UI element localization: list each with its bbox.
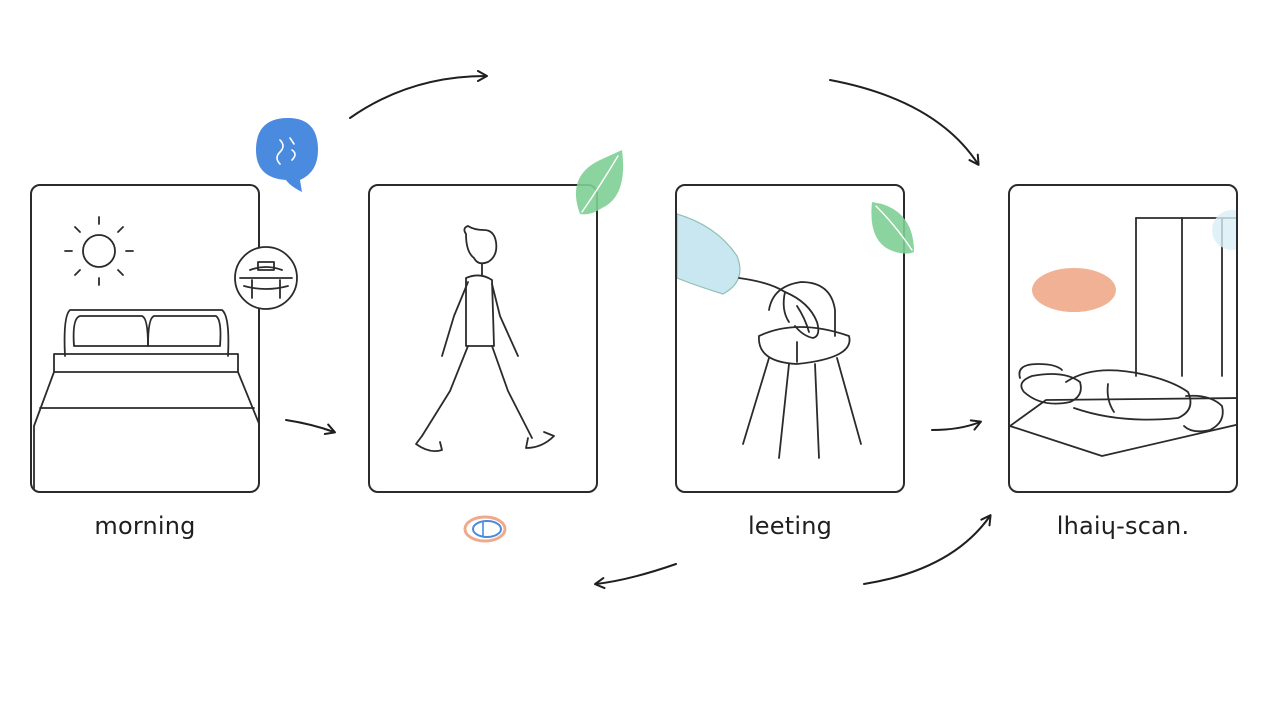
glow-shape: [1212, 210, 1236, 250]
speech-bubble-icon: [256, 118, 318, 192]
step-3-caption: leeting: [747, 512, 833, 540]
arrow-panel1-to-panel2: [285, 419, 336, 435]
step-2-panel: [368, 184, 598, 493]
hand-icon: [738, 277, 820, 339]
arrow-top-left: [349, 70, 488, 119]
step-4-panel: [1008, 184, 1238, 493]
step-1-caption: morning: [94, 512, 196, 540]
arrow-panel3-to-panel4: [931, 419, 982, 431]
walking-person-icon: [415, 225, 555, 453]
lying-person-icon: [1010, 363, 1236, 457]
sleeve-shape: [677, 213, 741, 295]
step-1-panel: [30, 184, 260, 493]
pill-icon: [463, 515, 507, 543]
blush-shape: [1032, 268, 1116, 312]
step-3-panel: [675, 184, 905, 493]
chair-icon: [742, 281, 862, 459]
step-4-caption: lhaiɥ-scan.: [1056, 512, 1190, 540]
bed-icon: [33, 309, 258, 491]
sun-icon: [64, 216, 134, 286]
arrow-top-right: [829, 79, 980, 166]
arrow-bottom-left: [594, 563, 677, 590]
